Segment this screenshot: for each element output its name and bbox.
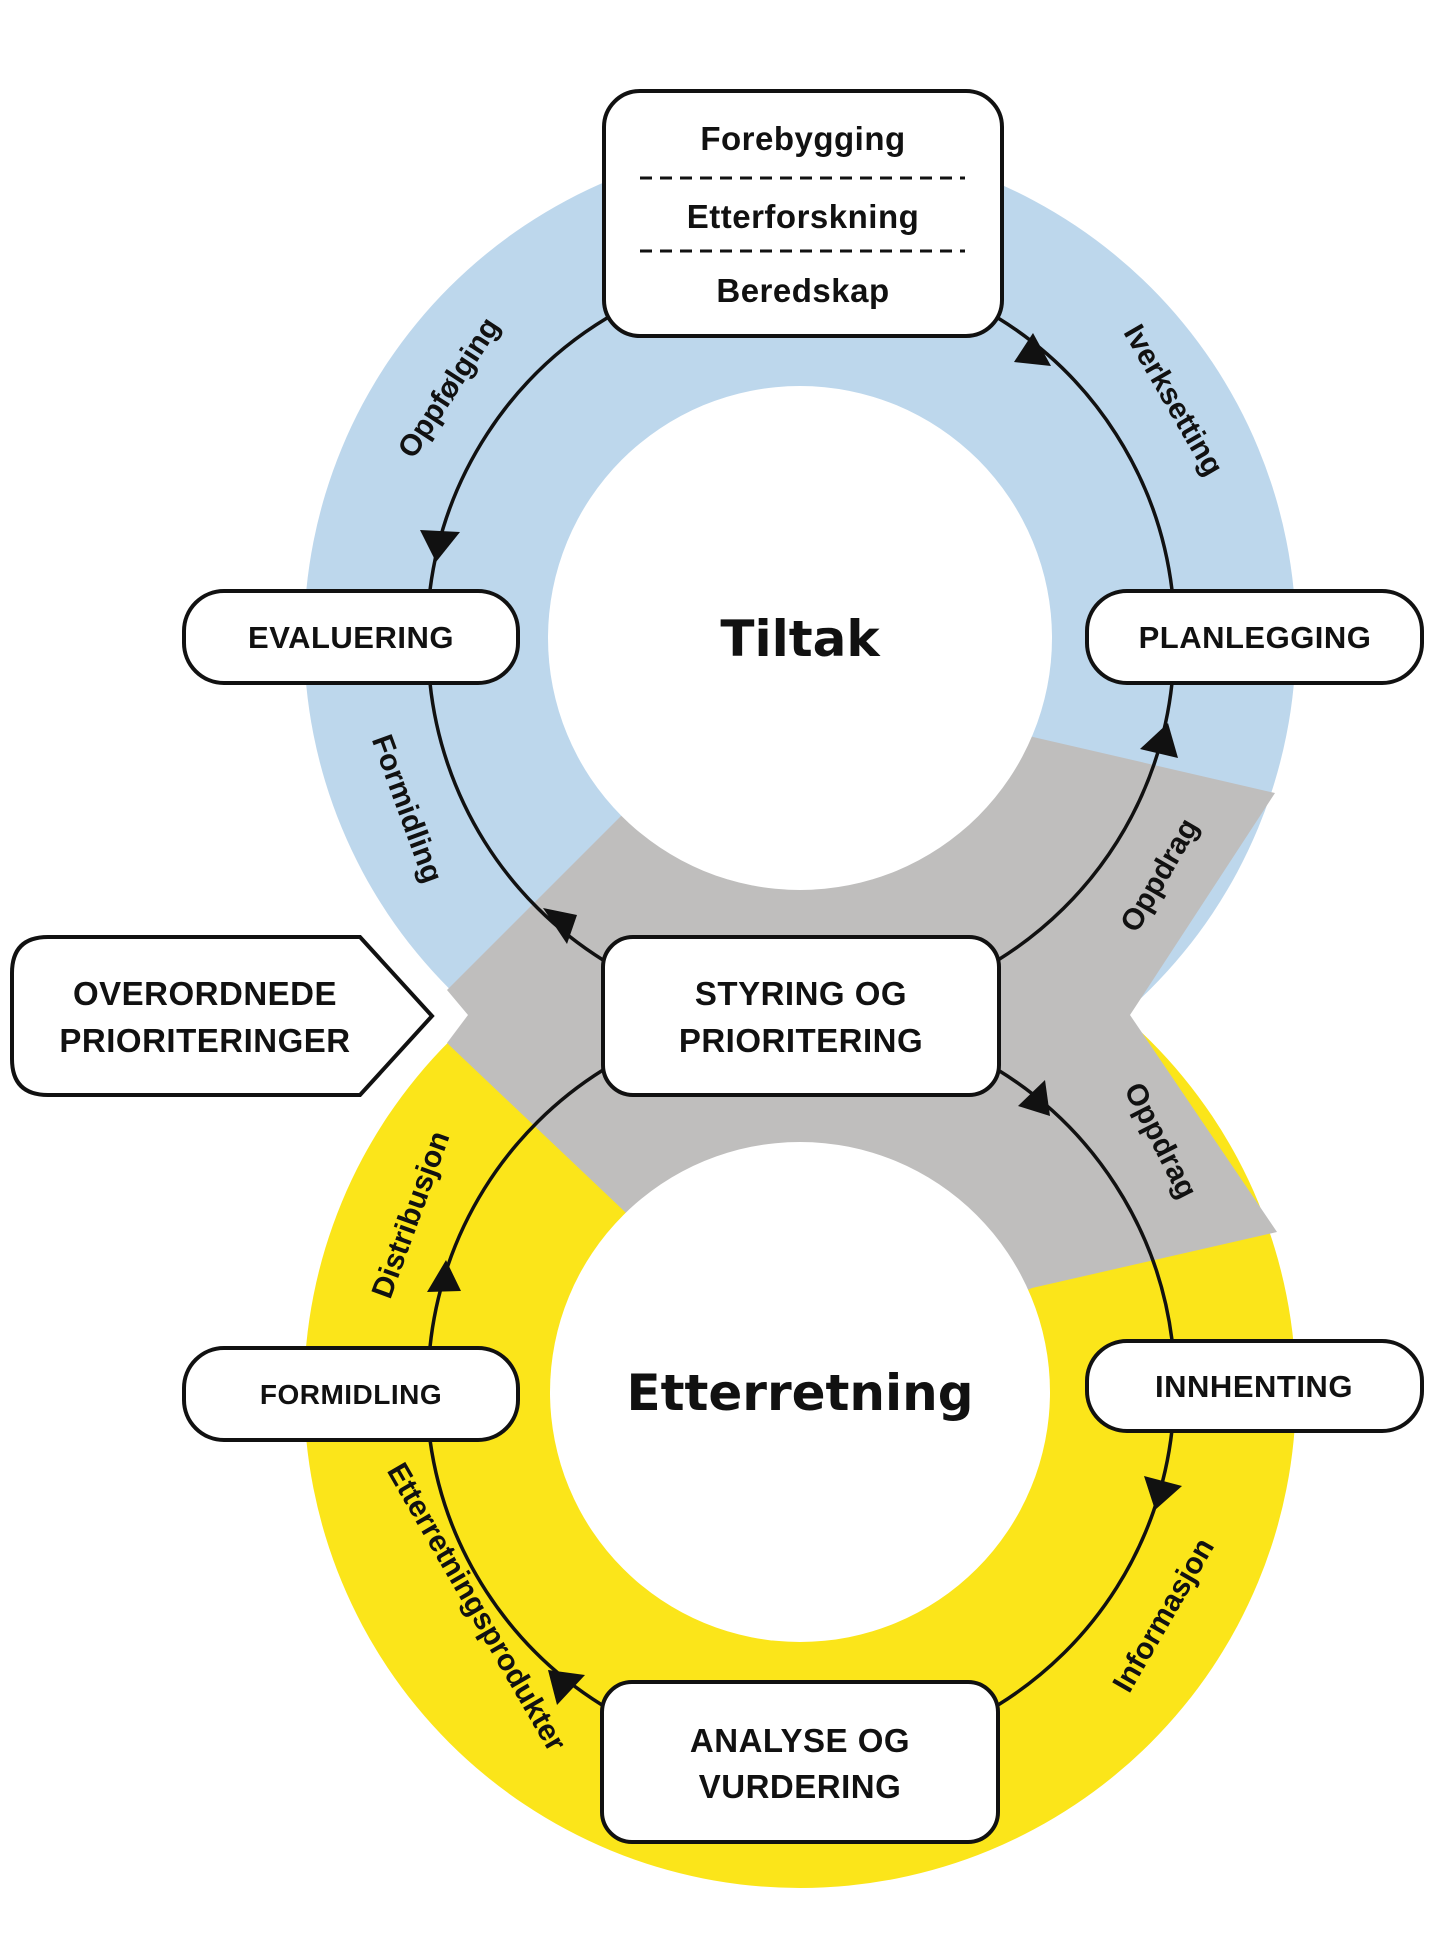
tiltak-center bbox=[548, 386, 1052, 890]
arrowhead-informasjon bbox=[1144, 1476, 1182, 1510]
node-formidling[interactable]: FORMIDLING bbox=[182, 1346, 520, 1442]
node-analyse-label-line1: ANALYSE OG bbox=[690, 1722, 910, 1759]
node-overordnede-prioriteringer[interactable]: OVERORDNEDE PRIORITERINGER bbox=[10, 935, 435, 1097]
node-styring-og-prioritering[interactable]: STYRING OG PRIORITERING bbox=[601, 935, 1001, 1097]
top-box-line-etterforskning: Etterforskning bbox=[687, 198, 920, 235]
top-box-line-beredskap: Beredskap bbox=[716, 272, 889, 309]
node-analyse-label-line2: VURDERING bbox=[699, 1768, 902, 1805]
arrowhead-oppdrag-lower bbox=[1018, 1080, 1050, 1116]
arrowhead-oppfolging bbox=[420, 530, 460, 562]
node-evaluering-label: EVALUERING bbox=[248, 620, 454, 655]
node-innhenting-label: INNHENTING bbox=[1155, 1369, 1353, 1404]
node-planlegging-label: PLANLEGGING bbox=[1139, 620, 1372, 655]
arrowhead-distribusjon bbox=[427, 1260, 461, 1292]
node-styring-label-line2: PRIORITERING bbox=[679, 1022, 923, 1059]
node-styring-label-line1: STYRING OG bbox=[695, 975, 907, 1012]
top-box-line-forebygging: Forebygging bbox=[700, 120, 905, 157]
node-innhenting[interactable]: INNHENTING bbox=[1085, 1339, 1424, 1433]
arrowhead-formidling-upper bbox=[543, 908, 577, 944]
node-overordnede-label-line2: PRIORITERINGER bbox=[59, 1022, 350, 1059]
arc-distribusjon bbox=[428, 1068, 604, 1348]
etterretning-title: Etterretning bbox=[626, 1364, 973, 1422]
arc-informasjon bbox=[997, 1429, 1174, 1707]
etterretning-center bbox=[550, 1142, 1050, 1642]
top-box[interactable]: Forebygging Etterforskning Beredskap bbox=[602, 89, 1004, 338]
node-analyse-og-vurdering[interactable]: ANALYSE OG VURDERING bbox=[600, 1680, 1000, 1844]
node-overordnede-label-line1: OVERORDNEDE bbox=[73, 975, 337, 1012]
node-evaluering[interactable]: EVALUERING bbox=[182, 589, 520, 685]
node-planlegging[interactable]: PLANLEGGING bbox=[1085, 589, 1424, 685]
arrowhead-iverksetting bbox=[1014, 333, 1051, 366]
arrowheads bbox=[420, 333, 1182, 1705]
arrowhead-etterretningsprodukter bbox=[548, 1670, 585, 1705]
arrowhead-oppdrag-upper bbox=[1140, 723, 1178, 758]
node-formidling-label: FORMIDLING bbox=[260, 1379, 442, 1410]
tiltak-title: Tiltak bbox=[720, 610, 881, 668]
